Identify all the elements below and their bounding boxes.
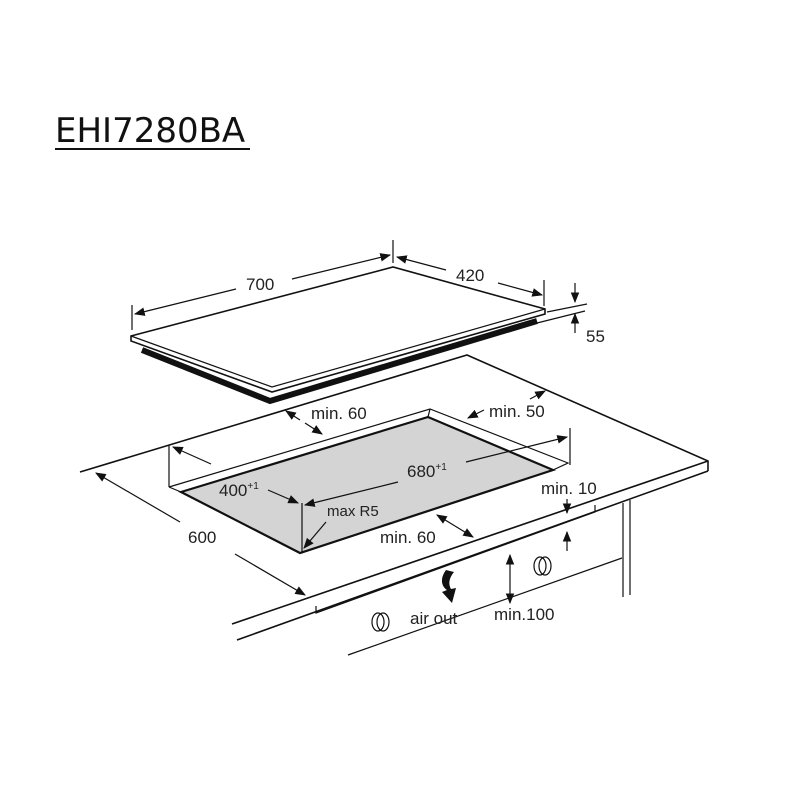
air-out-label: air out bbox=[410, 609, 458, 628]
min-side-arrow-left bbox=[467, 409, 485, 419]
hob-edge bbox=[130, 308, 546, 388]
dim-680-arrow-left bbox=[303, 481, 399, 507]
knob-icon-left bbox=[371, 612, 390, 632]
cutout bbox=[168, 408, 571, 555]
dim-400-arrow-front bbox=[267, 489, 299, 504]
model-title: EHI7280BA bbox=[55, 111, 245, 151]
worktop-groove bbox=[315, 505, 596, 614]
radius-label: max R5 bbox=[327, 503, 379, 520]
dim-700-label: 700 bbox=[246, 275, 274, 294]
dim-400-label: 400+1 bbox=[219, 481, 259, 500]
dim-600-arrow-back bbox=[95, 472, 181, 523]
min-side-arrow-right bbox=[529, 390, 546, 400]
cabinet bbox=[347, 500, 631, 656]
min-gap-label: min. 10 bbox=[541, 479, 597, 498]
dim-680-label: 680+1 bbox=[407, 462, 447, 481]
oven-top-line bbox=[347, 557, 623, 656]
dim-680-arrow-right bbox=[465, 435, 569, 463]
hob-underside bbox=[140, 318, 538, 405]
knob-icon-right bbox=[533, 556, 552, 576]
dim-700-arrow-left bbox=[133, 288, 237, 316]
radius-arrow bbox=[303, 521, 327, 549]
min-side-label: min. 50 bbox=[489, 402, 545, 421]
dim-700-arrow-right bbox=[291, 253, 392, 280]
min-front-arrow bbox=[454, 525, 474, 538]
min-back-label: min. 60 bbox=[311, 404, 367, 423]
dim-400-arrow-back bbox=[172, 446, 212, 465]
dim-420-arrow-right bbox=[497, 282, 544, 297]
min-front-label: min. 60 bbox=[380, 528, 436, 547]
hob-top bbox=[130, 266, 546, 393]
min-back-arrow bbox=[304, 422, 323, 435]
min-below-label: min.100 bbox=[494, 605, 554, 624]
hob bbox=[130, 266, 546, 405]
worktop bbox=[79, 354, 709, 641]
air-out-arrow-icon bbox=[441, 570, 456, 603]
dim-420-arrow-left bbox=[395, 255, 447, 271]
dim-600-arrow-front bbox=[234, 553, 306, 596]
dim-420-label: 420 bbox=[456, 266, 484, 285]
dim-600-label: 600 bbox=[188, 528, 216, 547]
dim-55-label: 55 bbox=[586, 327, 605, 346]
